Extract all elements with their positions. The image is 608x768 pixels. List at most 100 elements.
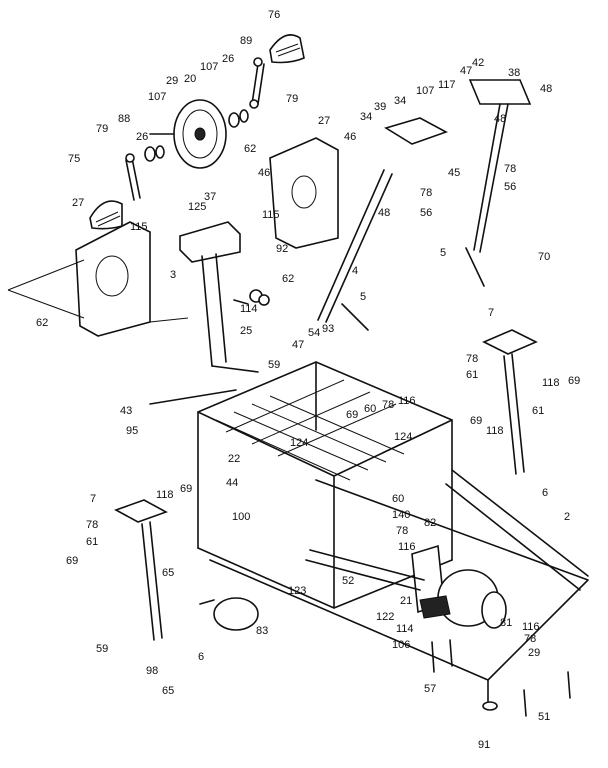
callout-39: 39 — [374, 101, 386, 113]
callout-60: 60 — [392, 493, 404, 505]
main-frame — [197, 361, 589, 711]
callout-27: 27 — [72, 197, 84, 209]
callout-78: 78 — [466, 353, 478, 365]
callout-75: 75 — [68, 153, 80, 165]
callout-70: 70 — [538, 251, 550, 263]
callout-5: 5 — [440, 247, 446, 259]
washers-107-26 — [144, 109, 249, 162]
callout-116: 116 — [398, 541, 416, 553]
pulley-arm-89 — [249, 57, 265, 109]
callout-25: 25 — [240, 325, 252, 337]
callout-29: 29 — [528, 647, 540, 659]
link-5 — [341, 247, 485, 331]
callout-118: 118 — [486, 425, 504, 437]
callout-52: 52 — [342, 575, 354, 587]
leveler-bolts-51-57 — [431, 639, 571, 717]
callout-116: 116 — [398, 395, 416, 407]
callout-61: 61 — [532, 405, 544, 417]
callout-123: 123 — [288, 585, 306, 597]
callout-78: 78 — [524, 633, 536, 645]
callout-47: 47 — [292, 339, 304, 351]
callout-69: 69 — [346, 409, 358, 421]
callout-69: 69 — [180, 483, 192, 495]
callout-38: 38 — [508, 67, 520, 79]
motor-83 — [199, 597, 259, 631]
callout-140: 140 — [392, 509, 410, 521]
callout-118: 118 — [542, 377, 560, 389]
callout-61: 61 — [466, 369, 478, 381]
callout-5: 5 — [360, 291, 366, 303]
callout-61: 61 — [86, 536, 98, 548]
callout-48: 48 — [540, 83, 552, 95]
callout-117: 117 — [438, 79, 456, 91]
callout-76: 76 — [268, 9, 280, 21]
callout-83: 83 — [256, 625, 268, 637]
callout-7: 7 — [488, 307, 494, 319]
callout-42: 42 — [472, 57, 484, 69]
bolt-hardware-114-25 — [233, 289, 270, 306]
callout-115: 115 — [130, 221, 148, 233]
bracket-39 — [384, 117, 448, 145]
motor-assembly-82 — [411, 544, 507, 629]
callout-114: 114 — [396, 623, 414, 635]
callout-122: 122 — [376, 611, 394, 623]
callout-69: 69 — [568, 375, 580, 387]
seat-post-7-right — [482, 329, 538, 475]
callout-124: 124 — [394, 431, 412, 443]
side-cover-27-right — [269, 137, 339, 249]
callout-114: 114 — [240, 303, 258, 315]
callout-34: 34 — [360, 111, 372, 123]
callout-98: 98 — [146, 665, 158, 677]
callout-118: 118 — [156, 489, 174, 501]
callout-26: 26 — [222, 53, 234, 65]
callout-3: 3 — [170, 269, 176, 281]
large-flywheel-20 — [149, 99, 227, 169]
callout-37: 37 — [204, 191, 216, 203]
callout-27: 27 — [318, 115, 330, 127]
callout-21: 21 — [400, 595, 412, 607]
callout-57: 57 — [424, 683, 436, 695]
callout-59: 59 — [268, 359, 280, 371]
callout-107: 107 — [416, 85, 434, 97]
dimension-bracket-62 — [7, 259, 189, 323]
callout-labels: 7689201072679291077988262762463775125115… — [36, 9, 580, 751]
pulley-guard-75 — [89, 200, 123, 230]
bar-4 — [317, 169, 393, 323]
callout-62: 62 — [282, 273, 294, 285]
upright-bracket-3 — [179, 221, 259, 373]
callout-69: 69 — [66, 555, 78, 567]
upper-arm-bracket-38 — [468, 79, 532, 253]
callout-92: 92 — [276, 243, 288, 255]
top-pulley-guard-76 — [269, 34, 305, 64]
callout-2: 2 — [564, 511, 570, 523]
callout-100: 100 — [232, 511, 250, 523]
callout-82: 82 — [424, 517, 436, 529]
callout-62: 62 — [244, 143, 256, 155]
callout-79: 79 — [96, 123, 108, 135]
callout-69: 69 — [470, 415, 482, 427]
callout-95: 95 — [126, 425, 138, 437]
callout-125: 125 — [188, 201, 206, 213]
pulley-arm-88 — [125, 153, 141, 201]
callout-29: 29 — [166, 75, 178, 87]
callout-44: 44 — [226, 477, 238, 489]
callout-89: 89 — [240, 35, 252, 47]
callout-78: 78 — [504, 163, 516, 175]
callout-20: 20 — [184, 73, 196, 85]
callout-60: 60 — [364, 403, 376, 415]
callout-46: 46 — [258, 167, 270, 179]
callout-51: 51 — [538, 711, 550, 723]
callout-78: 78 — [420, 187, 432, 199]
callout-91: 91 — [478, 739, 490, 751]
callout-7: 7 — [90, 493, 96, 505]
callout-81: 81 — [500, 617, 512, 629]
callout-43: 43 — [120, 405, 132, 417]
callout-4: 4 — [352, 265, 358, 277]
callout-62: 62 — [36, 317, 48, 329]
side-cover-27-left — [75, 221, 151, 337]
callout-107: 107 — [148, 91, 166, 103]
callout-56: 56 — [420, 207, 432, 219]
callout-115: 115 — [262, 209, 280, 221]
callout-6: 6 — [542, 487, 548, 499]
callout-45: 45 — [448, 167, 460, 179]
